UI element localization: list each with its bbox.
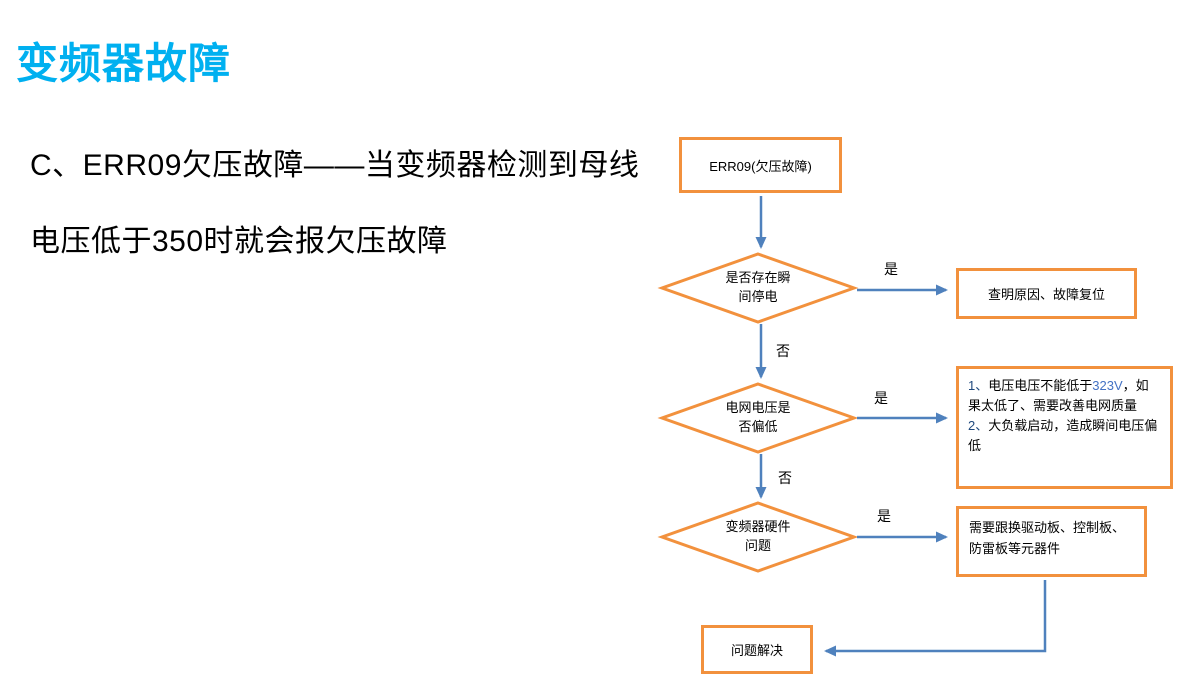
flow-node-result-reset: 查明原因、故障复位 [956, 268, 1137, 319]
branch-label-yes-1: 是 [884, 261, 898, 277]
voltage-item1-post: ，如果太低了、需要改善电网质量 [968, 378, 1149, 414]
flow-node-result-replace: 需要跟换驱动板、控制板、防雷板等元器件 [956, 506, 1147, 577]
decision1-label: 是否存在瞬 间停电 [725, 270, 791, 304]
voltage-item1-value: 323V [1092, 378, 1123, 393]
intro-text-line2: 电压低于350时就会报欠压故障 [30, 225, 448, 258]
voltage-item2-number: 2、 [968, 418, 989, 434]
branch-label-no-1: 否 [776, 343, 790, 359]
branch-label-no-2: 否 [778, 470, 792, 486]
voltage-item1-pre: 电压电压不能低于 [988, 378, 1093, 393]
voltage-item-2: 2、大负载启动，造成瞬间电压偏低 [968, 416, 1161, 456]
voltage-item1-number: 1、 [968, 378, 989, 393]
branch-label-yes-2: 是 [874, 390, 888, 406]
branch-label-yes-3: 是 [877, 508, 891, 524]
intro-text-line1: C、ERR09欠压故障——当变频器检测到母线 [30, 149, 640, 182]
voltage-item2-text: 大负载启动，造成瞬间电压偏低 [968, 418, 1158, 454]
flow-node-end: 问题解决 [701, 625, 813, 674]
decision3-label: 变频器硬件 问题 [725, 519, 791, 553]
flow-node-start: ERR09(欠压故障) [679, 137, 842, 193]
arrow-result3-to-end [824, 580, 1047, 657]
page-title: 变频器故障 [16, 40, 232, 87]
decision2-label: 电网电压是 否偏低 [725, 400, 791, 434]
flow-node-result-voltage: 1、电压电压不能低于323V，如果太低了、需要改善电网质量 2、大负载启动，造成… [956, 366, 1173, 489]
voltage-item-1: 1、电压电压不能低于323V，如果太低了、需要改善电网质量 [968, 376, 1161, 416]
